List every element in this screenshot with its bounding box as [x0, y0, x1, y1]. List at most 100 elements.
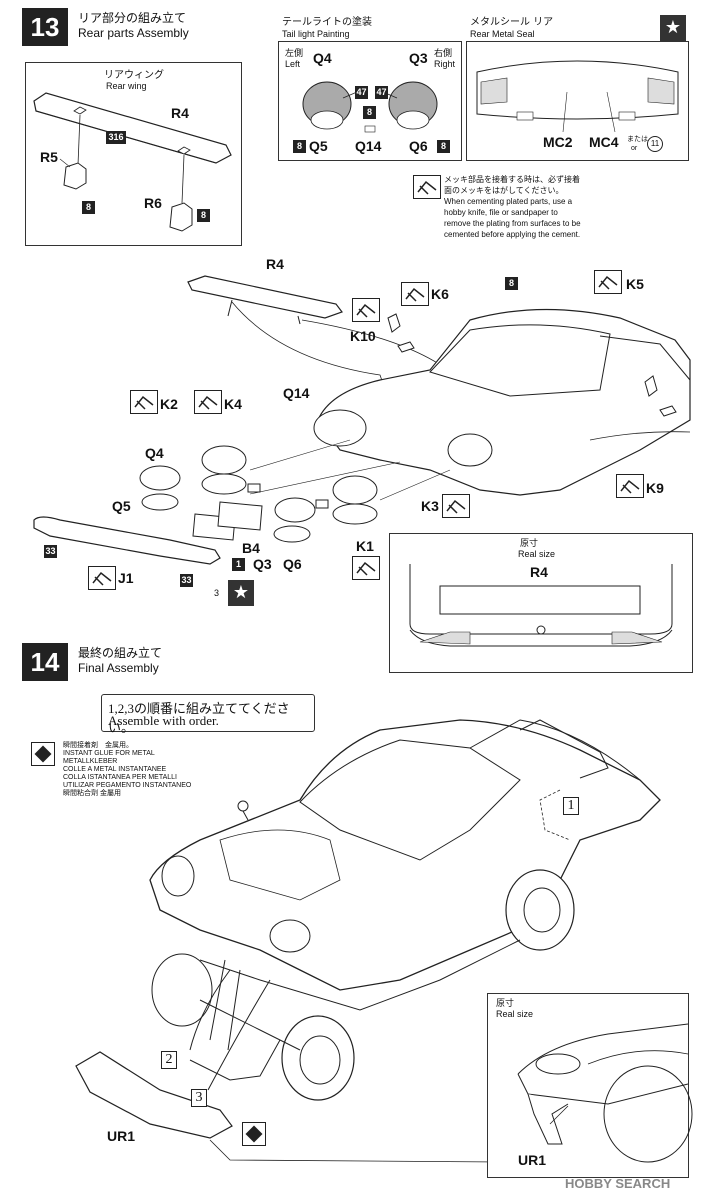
color-8-badge: 8	[293, 140, 306, 153]
left-label-jp: 左側	[285, 48, 304, 58]
rear-wing-label-jp: リアウィング	[104, 70, 164, 81]
glue-diamond-icon	[242, 1122, 266, 1146]
step-14-number: 14	[22, 643, 68, 681]
plated-part-icon	[194, 390, 222, 414]
real-size-label-jp: 原寸	[496, 998, 515, 1008]
taillight-title-en: Tail light Painting	[282, 29, 350, 39]
metal-seal-title-en: Rear Metal Seal	[470, 29, 535, 39]
step-14-title-en: Final Assembly	[78, 661, 159, 675]
star-icon: ★	[228, 580, 254, 606]
color-316-badge: 316	[106, 131, 126, 144]
part-ur1-label: UR1	[107, 1128, 136, 1144]
part-q6-label: Q6	[283, 556, 302, 572]
color-1-badge: 1	[232, 558, 245, 571]
color-8-badge: 8	[437, 140, 450, 153]
part-q4-label: Q4	[313, 50, 332, 66]
step-14-title-jp: 最終の組み立て	[78, 646, 163, 660]
order-note-en: Assemble with order.	[108, 713, 219, 728]
glue-line: METALLKLEBER	[63, 758, 118, 765]
taillight-box: 左側 Left 右側 Right Q4 Q3 47 47 8 8 Q5 Q14 …	[278, 41, 462, 161]
part-mc4-label: MC4	[589, 134, 619, 150]
part-mc2-label: MC2	[543, 134, 573, 150]
taillight-drawing	[302, 81, 438, 133]
decal-11-mark: 11	[647, 136, 663, 152]
metal-seal-title-jp: メタルシール リア	[470, 17, 554, 28]
glue-line: COLLA ISTANTANEA PER METALLI	[63, 774, 177, 781]
plating-note-jp: メッキ部品を接着する時は、必ず接着面のメッキをはがしてください。	[444, 175, 580, 195]
real-size-box-ur1: 原寸 Real size UR1	[487, 993, 693, 1178]
color-47-badge: 47	[355, 86, 368, 99]
part-q4-label: Q4	[145, 445, 164, 461]
or-label-jp: または	[627, 136, 648, 143]
step-13-number: 13	[22, 8, 68, 46]
real-size-label-en: Real size	[518, 549, 556, 559]
part-k9-label: K9	[646, 480, 664, 496]
part-b4-label: B4	[242, 540, 260, 556]
part-k4-label: K4	[224, 396, 242, 412]
color-8-badge: 8	[505, 277, 518, 290]
plated-part-icon	[594, 270, 622, 294]
order-mark-1: 1	[563, 797, 579, 815]
part-r4-label: R4	[530, 564, 548, 580]
real-size-r4-drawing	[409, 564, 673, 647]
metal-seal-box: MC2 MC4 または or 11	[466, 41, 689, 161]
step-13-title-jp: リア部分の組み立て	[78, 11, 187, 25]
part-r4-label: R4	[171, 105, 189, 121]
color-8-badge: 8	[82, 201, 95, 214]
color-8-badge: 8	[363, 106, 376, 119]
plated-part-icon	[352, 298, 380, 322]
color-8-badge: 8	[197, 209, 210, 222]
plated-part-icon	[130, 390, 158, 414]
plated-part-icon	[88, 566, 116, 590]
part-ur1-label: UR1	[518, 1152, 547, 1168]
step-13-exploded-drawing	[33, 275, 691, 565]
left-label-en: Left	[285, 59, 301, 69]
color-33-badge: 33	[44, 545, 57, 558]
glue-line: UTILIZAR PEGAMENTO INSTANTANEO	[63, 782, 192, 789]
part-k1-label: K1	[356, 538, 374, 554]
order-mark-3: 3	[191, 1089, 207, 1107]
plated-part-icon	[352, 556, 380, 580]
part-k10-label: K10	[350, 328, 376, 344]
glue-instructions: 瞬間接着剤 金属用。 INSTANT GLUE FOR METAL METALL…	[63, 742, 191, 798]
rear-wing-drawing	[33, 92, 232, 232]
glue-line: INSTANT GLUE FOR METAL	[63, 750, 155, 757]
star-icon: ★	[660, 15, 686, 41]
order-note-jp: 1,2,3の順番に組み立ててください。	[108, 701, 290, 735]
right-label-en: Right	[434, 59, 456, 69]
watermark: HOBBY SEARCH	[565, 1176, 670, 1191]
taillight-title-jp: テールライトの塗装	[282, 17, 372, 28]
plated-part-icon	[442, 494, 470, 518]
part-q6-label: Q6	[409, 138, 428, 154]
rear-wing-inset: リアウィング Rear wing R4 316 R5 8 R6 8	[25, 62, 242, 246]
glue-line: 瞬間粘合劑 金屬用	[63, 790, 121, 797]
assemble-order-note: 1,2,3の順番に組み立ててください。 Assemble with order.	[101, 694, 315, 735]
order-mark-2: 2	[161, 1051, 177, 1069]
plated-part-icon	[413, 175, 441, 199]
part-j1-label: J1	[118, 570, 134, 586]
plating-note-en: When cementing plated parts, use a hobby…	[444, 197, 581, 239]
part-r5-label: R5	[40, 149, 58, 165]
step-13-title-en: Rear parts Assembly	[78, 26, 189, 40]
part-k6-label: K6	[431, 286, 449, 302]
metal-seal-drawing	[476, 60, 679, 133]
part-k2-label: K2	[160, 396, 178, 412]
glue-line: COLLE A METAL INSTANTANEE	[63, 766, 167, 773]
glue-line: 瞬間接着剤 金属用。	[63, 742, 133, 749]
part-q3-label: Q3	[409, 50, 428, 66]
part-q5-label: Q5	[112, 498, 131, 514]
watermark-text: HOBBY SEARCH	[565, 1176, 671, 1191]
plated-part-icon	[616, 474, 644, 498]
part-k3-label: K3	[421, 498, 439, 514]
plated-part-icon	[401, 282, 429, 306]
glue-diamond-icon	[31, 742, 55, 766]
part-q5-label: Q5	[309, 138, 328, 154]
part-q3-label: Q3	[253, 556, 272, 572]
part-r4-label: R4	[266, 256, 284, 272]
real-size-box-r4: 原寸 Real size R4	[389, 533, 693, 673]
color-33-badge: 33	[180, 574, 193, 587]
part-r6-label: R6	[144, 195, 162, 211]
real-size-label-en: Real size	[496, 1009, 534, 1019]
color-47-badge: 47	[375, 86, 388, 99]
part-q14-label: Q14	[283, 385, 310, 401]
